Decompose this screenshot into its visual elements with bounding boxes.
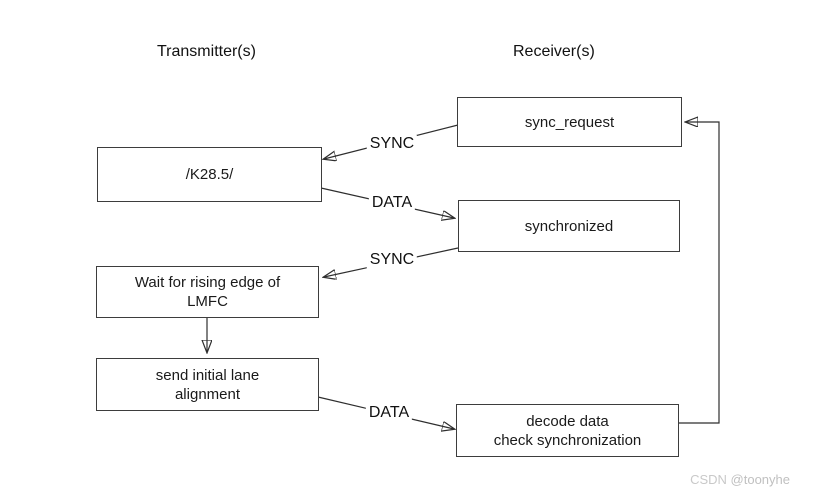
edge-label-data-1: DATA	[368, 194, 416, 212]
node-k28-5: /K28.5/	[97, 147, 322, 202]
feedback-loop-line	[679, 122, 720, 424]
column-header-receiver: Receiver(s)	[513, 43, 595, 60]
edge-label-sync-2: SYNC	[366, 251, 418, 269]
edge-label-data-2: DATA	[365, 404, 413, 422]
column-header-transmitter: Transmitter(s)	[157, 43, 256, 60]
watermark-brand: CSDN	[690, 472, 727, 487]
node-synchronized: synchronized	[458, 200, 680, 252]
watermark: CSDN @toonyhe	[690, 472, 790, 487]
node-sync-request: sync_request	[457, 97, 682, 147]
node-send-lane-alignment: send initial lane alignment	[96, 358, 319, 411]
watermark-user: @toonyhe	[730, 472, 790, 487]
edge-label-sync-1: SYNC	[366, 135, 418, 153]
node-decode-check: decode data check synchronization	[456, 404, 679, 457]
node-wait-lmfc: Wait for rising edge of LMFC	[96, 266, 319, 318]
